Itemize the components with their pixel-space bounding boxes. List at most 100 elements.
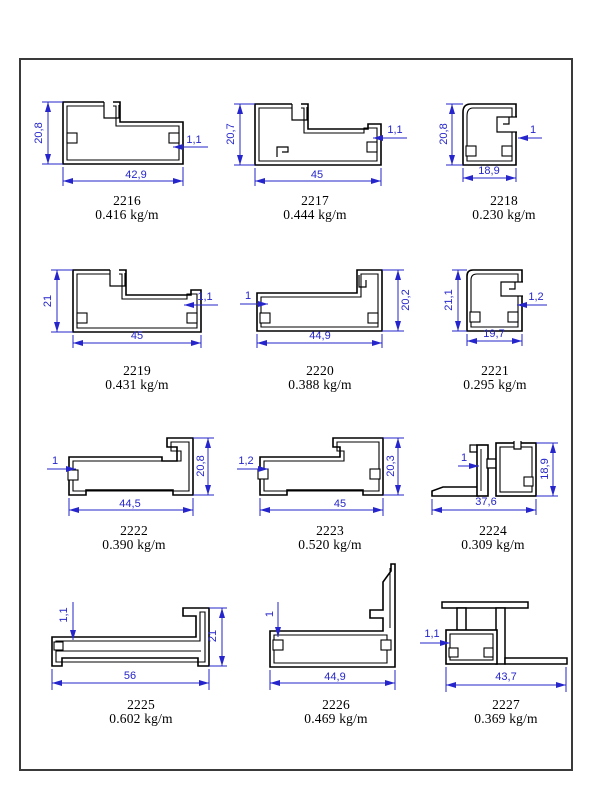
height-dim-label: 20,3 bbox=[385, 455, 397, 477]
wall-dim-label: 1 bbox=[264, 610, 276, 618]
profile-2227-dimensions bbox=[420, 640, 567, 692]
hook-detail bbox=[500, 281, 523, 297]
profile-weight: 0.230 kg/m bbox=[472, 207, 536, 222]
outer-contour bbox=[51, 607, 210, 667]
notch bbox=[469, 311, 481, 323]
profile-weight: 0.388 kg/m bbox=[288, 377, 352, 392]
height-dim-label: 20,8 bbox=[438, 123, 450, 145]
hook-slot bbox=[292, 102, 301, 120]
profile-2217-dimensions bbox=[234, 103, 407, 186]
inner-contour bbox=[449, 633, 494, 661]
outer-contour bbox=[254, 103, 382, 166]
profile-weight: 0.444 kg/m bbox=[283, 207, 347, 222]
inner-contour bbox=[72, 441, 190, 492]
profile-2217-drawing bbox=[254, 102, 382, 166]
profile-number: 2224 bbox=[479, 523, 507, 538]
notch bbox=[76, 312, 88, 324]
top-notch bbox=[514, 441, 521, 449]
inner-contour bbox=[466, 107, 513, 162]
width-dim-label: 45 bbox=[333, 498, 347, 510]
notch bbox=[448, 647, 459, 658]
profile-number: 2217 bbox=[301, 193, 329, 208]
width-dim-label: 18,9 bbox=[478, 165, 500, 177]
notch bbox=[507, 311, 519, 323]
flange bbox=[431, 486, 479, 497]
width-dim-label: 42,9 bbox=[125, 169, 147, 181]
notch bbox=[369, 468, 381, 480]
profile-weight: 0.469 kg/m bbox=[304, 711, 368, 726]
profile-number: 2222 bbox=[120, 523, 148, 538]
wall-dim-label: 1,1 bbox=[424, 628, 440, 640]
width-dim-label: 19,7 bbox=[483, 328, 505, 340]
wall-dim-label: 1 bbox=[51, 455, 59, 467]
wall-dim-label: 1,1 bbox=[186, 134, 202, 146]
width-dim-label: 56 bbox=[123, 670, 137, 682]
profile-weight: 0.431 kg/m bbox=[105, 377, 169, 392]
profile-2219-drawing bbox=[72, 268, 202, 333]
notch bbox=[66, 132, 78, 144]
profile-number: 2227 bbox=[492, 697, 520, 712]
extension-line bbox=[62, 167, 184, 186]
height-dim-label: 20,2 bbox=[400, 289, 412, 311]
profile-weight: 0.390 kg/m bbox=[102, 537, 166, 552]
left-leg bbox=[456, 607, 467, 632]
hook-detail bbox=[503, 117, 510, 125]
extension-line bbox=[42, 101, 63, 165]
profile-2225-drawing bbox=[51, 607, 210, 667]
notch bbox=[483, 647, 494, 658]
notch bbox=[168, 132, 180, 144]
wall-dim-label: 1,1 bbox=[387, 124, 403, 136]
profile-2221-dimensions bbox=[452, 269, 547, 346]
profile-2224-dimensions bbox=[431, 442, 558, 515]
inner-contour bbox=[273, 634, 388, 664]
height-dim-label: 18,9 bbox=[539, 458, 551, 480]
notch bbox=[366, 141, 378, 153]
profile-number: 2218 bbox=[490, 193, 518, 208]
profile-2220-drawing bbox=[256, 269, 383, 332]
inner-contour bbox=[55, 611, 206, 663]
height-dim-label: 21 bbox=[207, 629, 219, 643]
width-dim-label: 44,9 bbox=[324, 671, 346, 683]
profile-number: 2225 bbox=[127, 697, 155, 712]
wall-dim-label: 1 bbox=[529, 124, 537, 136]
profile-weight: 0.309 kg/m bbox=[461, 537, 525, 552]
outer-contour bbox=[256, 269, 383, 332]
outer-contour bbox=[72, 269, 202, 333]
web bbox=[476, 444, 489, 497]
hook-slot bbox=[104, 100, 113, 118]
profile-2218-drawing bbox=[462, 103, 517, 166]
profile-number: 2223 bbox=[316, 523, 344, 538]
height-dim-label: 21,1 bbox=[443, 289, 455, 311]
profile-2226-drawing bbox=[269, 563, 396, 668]
profile-number: 2226 bbox=[322, 697, 350, 712]
top-bar bbox=[441, 601, 529, 609]
notch bbox=[272, 639, 284, 651]
profile-weight: 0.520 kg/m bbox=[298, 537, 362, 552]
outer-contour bbox=[68, 437, 194, 496]
hook-detail bbox=[109, 270, 126, 287]
profile-number: 2221 bbox=[481, 363, 509, 378]
hook-detail bbox=[276, 146, 289, 157]
profile-2223-dimensions bbox=[237, 437, 404, 516]
height-dim-label: 20,8 bbox=[33, 122, 45, 144]
notch bbox=[380, 639, 392, 651]
width-dim-label: 43,7 bbox=[495, 671, 517, 683]
width-dim-label: 45 bbox=[130, 330, 144, 342]
profile-2221-drawing bbox=[466, 269, 523, 332]
outer-contour bbox=[269, 563, 396, 668]
height-dim-label: 21 bbox=[42, 294, 54, 308]
inner-contour bbox=[263, 441, 380, 492]
hook-detail bbox=[469, 444, 477, 453]
profile-weight: 0.416 kg/m bbox=[95, 207, 159, 222]
inner-contour bbox=[66, 105, 180, 161]
width-dim-label: 45 bbox=[310, 169, 324, 181]
profile-number: 2219 bbox=[123, 363, 151, 378]
hook-detail bbox=[496, 116, 517, 133]
inner-contour bbox=[260, 273, 379, 328]
profile-2226-dimensions bbox=[269, 602, 396, 690]
profile-2218-dimensions bbox=[446, 103, 542, 182]
hook-detail bbox=[509, 282, 516, 290]
profile-2220-dimensions bbox=[240, 269, 404, 348]
inner-contour bbox=[258, 107, 378, 162]
